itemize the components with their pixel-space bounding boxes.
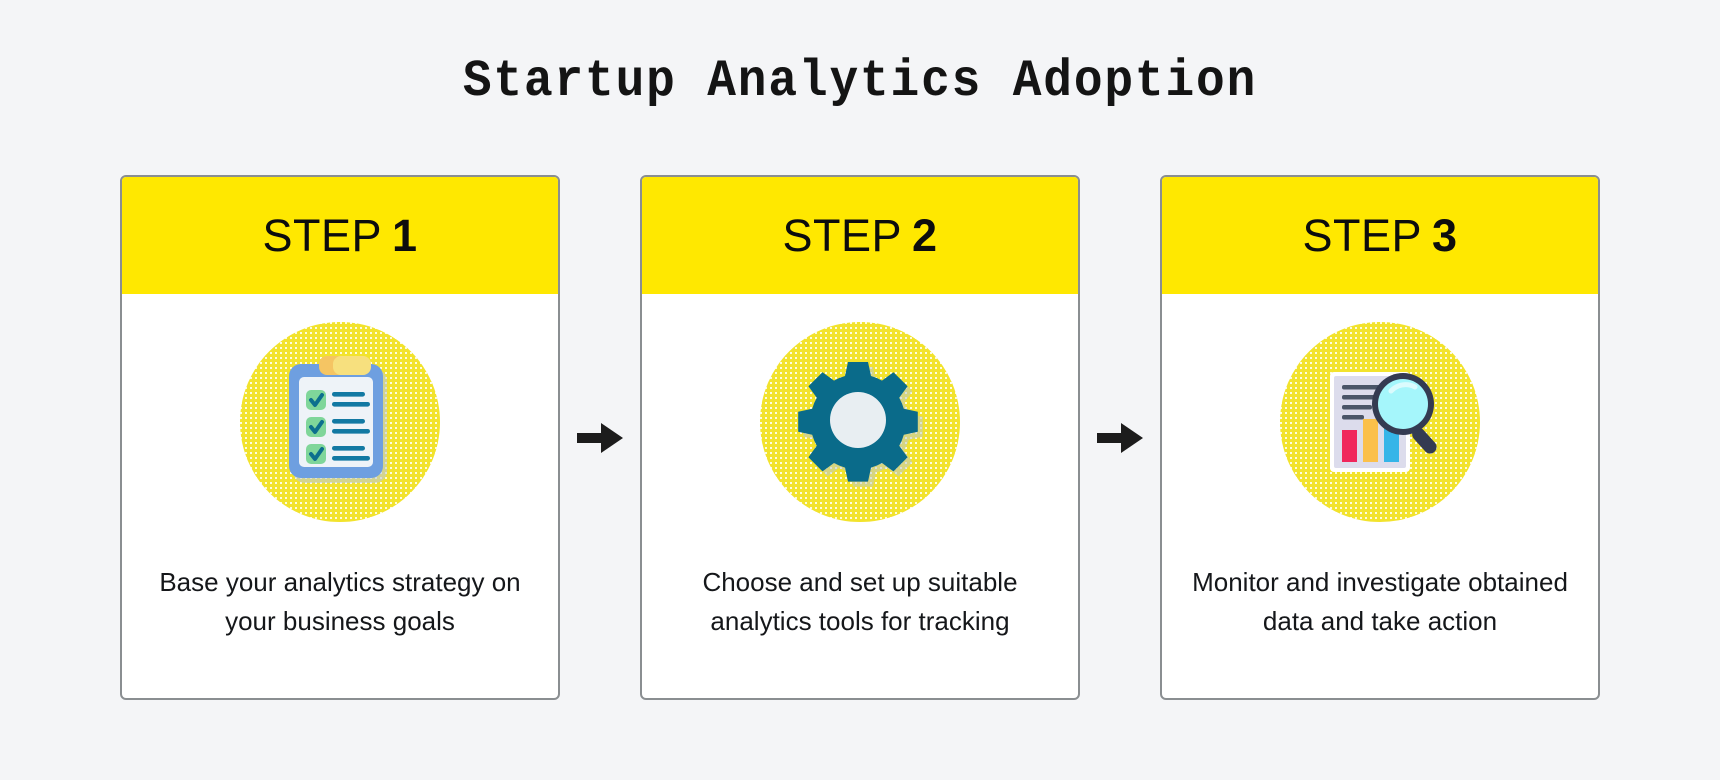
connector-2 <box>1080 175 1160 700</box>
step-word: STEP <box>262 209 382 261</box>
step-card-3-description: Monitor and investigate obtained data an… <box>1192 566 1568 637</box>
connector-1 <box>560 175 640 700</box>
step-number: 1 <box>392 209 418 261</box>
step-word: STEP <box>782 209 902 261</box>
step-card-3-medallion <box>1280 322 1480 522</box>
step-card-3-body: Monitor and investigate obtained data an… <box>1162 294 1598 698</box>
arrow-right-icon <box>1097 422 1143 453</box>
step-card-2-body: Choose and set up suitable analytics too… <box>642 294 1078 698</box>
step-card-1-body: Base your analytics strategy on your bus… <box>122 294 558 698</box>
arrow-right-icon <box>577 422 623 453</box>
step-card-1-description: Base your analytics strategy on your bus… <box>159 566 521 637</box>
step-card-2-description: Choose and set up suitable analytics too… <box>702 566 1018 637</box>
chart-magnifier-icon <box>1330 372 1437 472</box>
page-title: Startup Analytics Adoption <box>462 52 1258 111</box>
step-number: 2 <box>912 209 938 261</box>
step-card-2-medallion <box>760 322 960 522</box>
step-card-1-medallion <box>240 322 440 522</box>
step-number: 3 <box>1432 209 1458 261</box>
gear-icon <box>798 362 923 487</box>
step-word: STEP <box>1302 209 1422 261</box>
clipboard-checklist-icon <box>289 356 387 483</box>
